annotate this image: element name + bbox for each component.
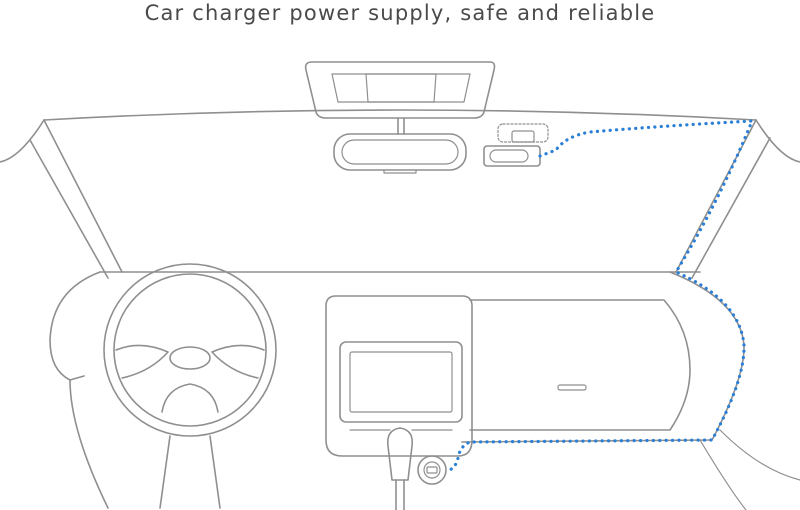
overhead-console-outer: [304, 61, 496, 119]
dash-camera: [483, 123, 549, 167]
windshield-left-pillar-inner: [43, 119, 123, 273]
dashboard-left-contour: [49, 271, 101, 381]
windshield-right-pillar-outer: [691, 137, 771, 279]
gear-shifter: [386, 427, 414, 481]
center-console: [325, 295, 473, 510]
gear-shifter-stem: [395, 479, 405, 510]
car-charger: [417, 455, 447, 485]
overhead-console-inner: [331, 73, 471, 103]
glovebox-handle: [557, 384, 587, 391]
mirror-base: [383, 169, 417, 174]
left-a-pillar: [0, 119, 45, 163]
steering-wheel-rim-inner: [113, 273, 267, 427]
dashboard-lower-edge: [69, 379, 109, 509]
steering-wheel-spoke-right: [211, 344, 265, 379]
right-door-line: [719, 429, 800, 481]
rearview-mirror: [333, 117, 467, 174]
dash-camera-clip: [511, 130, 535, 143]
windshield-left-pillar-outer: [29, 139, 109, 279]
dash-camera-lens: [489, 149, 529, 163]
dash-camera-body: [483, 145, 541, 167]
power-cable-dotted: [444, 119, 755, 474]
cigarette-socket-inner: [423, 461, 441, 479]
steering-wheel-spoke-bottom: [161, 383, 219, 413]
center-console-outer: [325, 295, 473, 457]
windshield: [0, 109, 800, 279]
infotainment-screen-frame: [339, 341, 463, 423]
windshield-right-pillar-inner: [675, 119, 757, 273]
power-cable-route: [444, 119, 755, 474]
mirror-body: [333, 133, 467, 171]
steering-wheel: [103, 263, 277, 509]
overhead-console: [304, 61, 496, 119]
glovebox-outline: [469, 299, 691, 431]
windshield-top-edge: [43, 109, 757, 121]
cigarette-socket-outer: [417, 455, 447, 485]
dash-camera-mount: [497, 123, 549, 143]
steering-wheel-hub: [169, 346, 211, 370]
steering-wheel-rim-outer: [103, 263, 277, 437]
right-a-pillar: [755, 119, 800, 163]
steering-wheel-spoke-left: [115, 344, 169, 379]
car-charger-usb-port: [426, 466, 438, 474]
mirror-glass: [341, 139, 459, 165]
overhead-console-lamp: [365, 73, 437, 103]
steering-column: [159, 435, 221, 509]
infotainment-screen: [349, 351, 453, 413]
right-side-panel: [699, 439, 747, 510]
caption-title: Car charger power supply, safe and relia…: [144, 1, 656, 25]
mirror-stem: [397, 117, 405, 135]
dashboard-right-contour: [461, 271, 745, 443]
